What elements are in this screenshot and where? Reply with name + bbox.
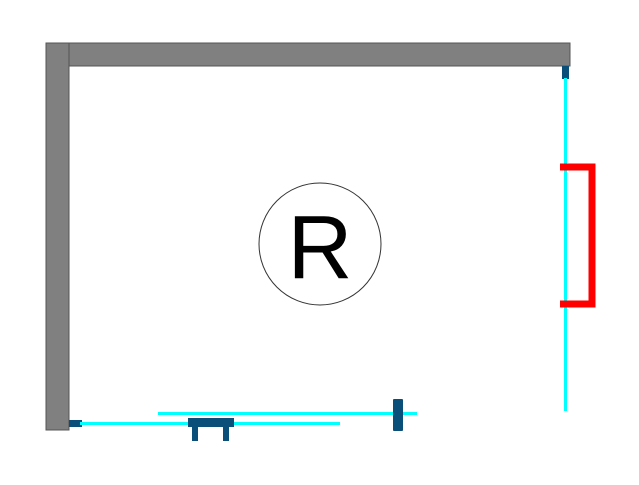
carriage-right-foot — [223, 427, 229, 441]
handle-bracket — [560, 163, 596, 308]
right-wall-bracket — [562, 66, 569, 79]
end-stopper — [393, 399, 403, 431]
roller-carriage — [188, 418, 234, 441]
top-wall — [45, 42, 571, 67]
right-glass-panel — [562, 66, 569, 411]
carriage-left-foot — [192, 427, 198, 441]
left-wall-bracket — [69, 420, 82, 427]
center-circle — [258, 182, 382, 306]
center-mark: R — [258, 182, 382, 306]
center-label: R — [288, 198, 353, 298]
walls — [45, 42, 571, 431]
left-wall — [45, 42, 70, 431]
bottom-glass-panels — [69, 399, 417, 441]
carriage-bar — [188, 418, 234, 427]
